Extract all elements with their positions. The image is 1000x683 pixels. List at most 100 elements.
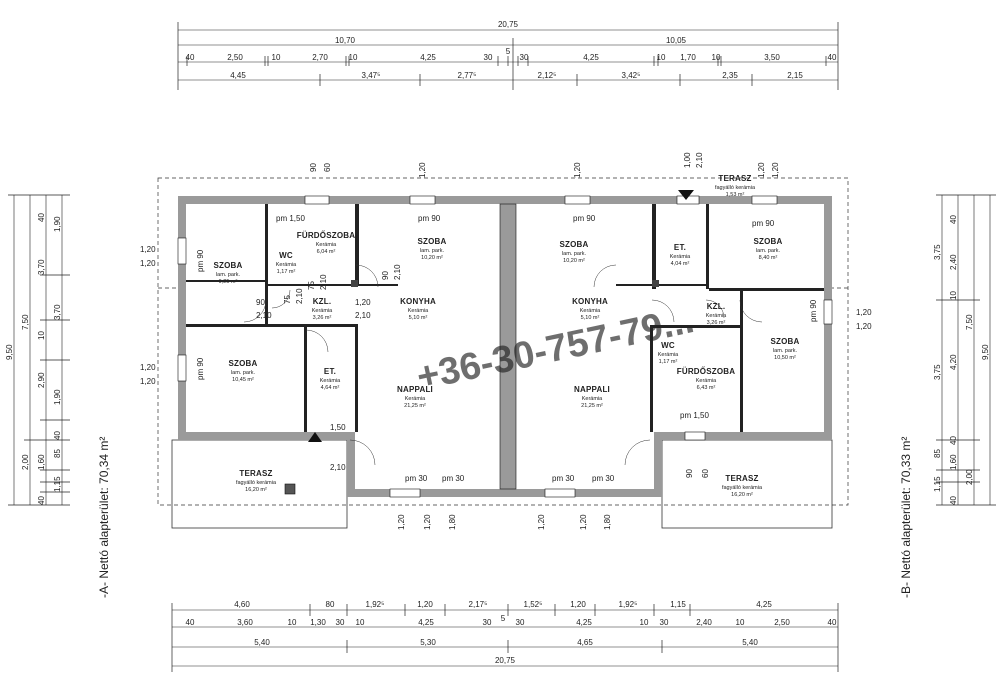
room-floor: Kerámia: [706, 313, 727, 319]
walls: [178, 196, 832, 497]
room-area: 5,10 m²: [409, 315, 428, 321]
right-dim: 4,20: [949, 354, 958, 370]
bottom-row2-dim: 3,60: [237, 618, 253, 627]
unit-a-rooms: SZOBA lam. park. 9,25 m² WC Kerámia 1,17…: [214, 231, 447, 493]
top-half-b-dim: 10,05: [666, 36, 687, 45]
window-dim-right: 1,20: [856, 322, 872, 331]
door-dim: 2,10: [355, 311, 371, 320]
room-name: SZOBA: [771, 337, 800, 346]
room-floor: lam. park.: [773, 348, 798, 354]
right-dim: 40: [949, 215, 958, 224]
bottom-row1-dim: 80: [326, 600, 335, 609]
left-dim: 2,00: [21, 454, 30, 470]
room-name: FÜRDŐSZOBA: [297, 231, 355, 240]
room-name: TERASZ: [725, 474, 758, 483]
bottom-row1-dim: 1,20: [570, 600, 586, 609]
right-dim: 3,75: [933, 364, 942, 380]
top-overall-dim: 20,75: [498, 20, 519, 29]
chimney-marker-a: [351, 280, 358, 287]
top-row4-dim: 3,47⁵: [362, 71, 381, 80]
pm-label: pm 1,50: [276, 214, 305, 223]
opening-dim: 1,20: [418, 162, 427, 178]
room-area: 3,26 m²: [313, 315, 332, 321]
top-row3-dim: 40: [828, 53, 837, 62]
room-area: 8,40 m²: [759, 255, 778, 261]
room-floor: fagyálló kerámia: [236, 480, 277, 486]
room-name: ET.: [324, 367, 336, 376]
top-row3-dim: 10: [349, 53, 358, 62]
room-area: 10,45 m²: [232, 377, 254, 383]
room-area: 1,17 m²: [277, 269, 296, 275]
column-marker: [284, 483, 296, 495]
room-name: KZL.: [707, 302, 726, 311]
bottom-row2-dim: 30: [660, 618, 669, 627]
room-floor: Kerámia: [316, 242, 337, 248]
left-dim: 3,70: [53, 304, 62, 320]
top-row3-dim: 10: [272, 53, 281, 62]
top-row3-dim: 1,70: [680, 53, 696, 62]
pm-label: pm 30: [552, 474, 575, 483]
opening-dim: 1,20: [397, 514, 406, 530]
top-row3-dim: 30: [520, 53, 529, 62]
room-name: SZOBA: [418, 237, 447, 246]
top-row3-dim: 5: [506, 47, 511, 56]
top-dimensions: 20,75 10,70 10,05 40 2,50 10 2,70 10 4,2…: [177, 20, 839, 90]
bottom-row2-dim: 30: [516, 618, 525, 627]
unit-b-net-area-label: -B- Nettó alapterület: 70,33 m²: [899, 437, 913, 598]
door-dim: 2,10: [319, 274, 328, 290]
room-area: 21,25 m²: [404, 403, 426, 409]
pm-label: pm 30: [592, 474, 615, 483]
unit-a-net-area-label: -A- Nettó alapterület: 70,34 m²: [97, 437, 111, 598]
top-row4-dim: 4,45: [230, 71, 246, 80]
room-area: 16,20 m²: [245, 487, 267, 493]
unit-b-rooms: SZOBA lam. park. 10,20 m² ET. Kerámia 4,…: [560, 174, 800, 498]
room-floor: Kerámia: [320, 378, 341, 384]
bottom-row3-dim: 5,40: [742, 638, 758, 647]
left-dim: 1,90: [53, 389, 62, 405]
right-dimensions: 3,75 2,40 40 10 7,50 4,20 3,75 9,50 40 1…: [933, 194, 996, 506]
bottom-row1-dim: 1,15: [670, 600, 686, 609]
room-floor: fagyálló kerámia: [722, 485, 763, 491]
room-floor: lam. park.: [231, 370, 256, 376]
right-dim: 9,50: [981, 344, 990, 360]
bottom-overall-dim: 20,75: [495, 656, 516, 665]
opening-dimensions-top: 90 60 1,20 1,20 1,00 2,10 1,20 1,20: [309, 152, 780, 178]
right-dim: 10: [949, 291, 958, 300]
right-dim: 2,00: [965, 469, 974, 485]
room-floor: Kerámia: [696, 378, 717, 384]
bottom-row2-dim: 1,30: [310, 618, 326, 627]
opening-dim: 1,80: [603, 514, 612, 530]
room-name: FÜRDŐSZOBA: [677, 367, 735, 376]
left-dim: 3,70: [37, 259, 46, 275]
room-area: 16,20 m²: [731, 492, 753, 498]
room-name: WC: [661, 341, 675, 350]
top-row3-dim: 10: [712, 53, 721, 62]
door-dim: 90: [381, 271, 390, 280]
top-row4-dim: 2,35: [722, 71, 738, 80]
room-area: 5,10 m²: [581, 315, 600, 321]
opening-dim: 2,10: [695, 152, 704, 168]
pm-label: pm 1,50: [680, 411, 709, 420]
opening-dim: 1,00: [683, 152, 692, 168]
room-floor: lam. park.: [420, 248, 445, 254]
opening-labels: pm 1,50 pm 90 pm 90 pm 90 pm 90 pm 90 pm…: [140, 214, 872, 483]
windows: [177, 195, 833, 498]
opening-dim: 90: [685, 469, 694, 478]
left-dim: 9,50: [5, 344, 14, 360]
right-dim: 7,50: [965, 314, 974, 330]
bottom-row2-dim: 4,25: [576, 618, 592, 627]
room-area: 6,04 m²: [317, 249, 336, 255]
room-floor: Kerámia: [670, 254, 691, 260]
window-dim-left: 1,20: [140, 259, 156, 268]
left-dim: 10: [37, 331, 46, 340]
pm-label: pm 90: [196, 249, 205, 272]
room-area: 10,20 m²: [563, 258, 585, 264]
room-name: SZOBA: [229, 359, 258, 368]
left-dim: 40: [37, 496, 46, 505]
bottom-row2-dim: 2,40: [696, 618, 712, 627]
opening-dim: 60: [701, 469, 710, 478]
pm-label: pm 90: [196, 357, 205, 380]
opening-dim: 1,20: [423, 514, 432, 530]
top-row3-dim: 4,25: [583, 53, 599, 62]
door-dim: 2,10: [256, 311, 272, 320]
